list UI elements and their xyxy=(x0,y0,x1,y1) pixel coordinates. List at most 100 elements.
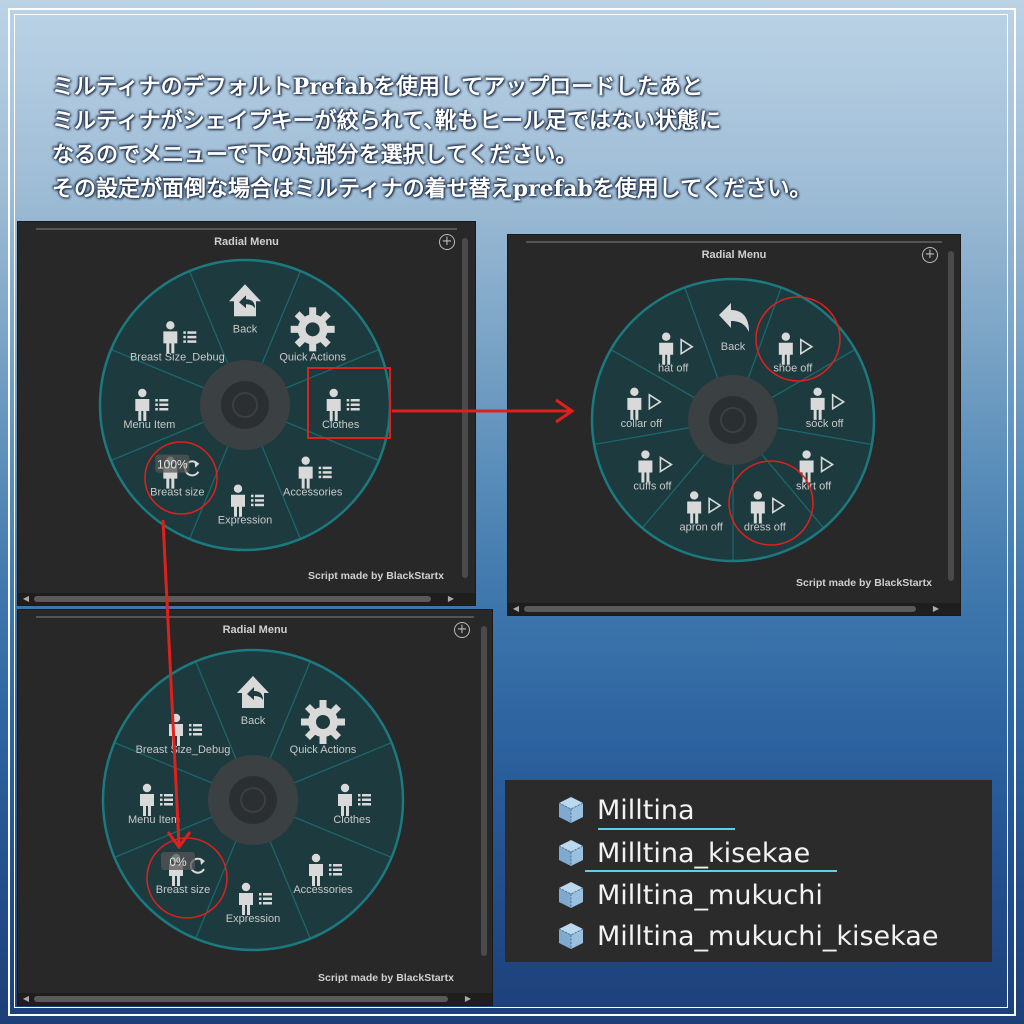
scrollbar-thumb[interactable] xyxy=(34,596,431,602)
menu-item-label: skirt off xyxy=(796,481,832,493)
menu-item-label: Breast size xyxy=(150,487,204,499)
panel-footer-credit: Script made by BlackStartx xyxy=(318,972,454,984)
person-icon xyxy=(638,450,653,483)
segment-divider xyxy=(777,427,872,446)
hierarchy-item-label: Milltina_kisekae xyxy=(597,837,811,869)
scrollbar-thumb[interactable] xyxy=(34,996,448,1002)
vertical-scrollbar[interactable] xyxy=(481,626,487,956)
list-icon xyxy=(346,399,360,411)
play-icon xyxy=(820,456,835,473)
person-icon xyxy=(298,456,313,489)
play-icon xyxy=(831,393,846,411)
segment-divider xyxy=(194,661,237,759)
gear-icon xyxy=(290,307,335,352)
hierarchy-item-milltina-kisekae[interactable]: Milltina_kisekae xyxy=(555,835,810,871)
scroll-right-arrow-icon[interactable]: ▶ xyxy=(447,594,455,603)
menu-item-breast-size-debug[interactable]: Breast Size_Debug xyxy=(130,321,225,363)
menu-item-back[interactable]: Back xyxy=(229,284,261,335)
menu-item-label: dress off xyxy=(744,521,787,533)
person-icon xyxy=(239,882,253,915)
person-icon xyxy=(231,484,245,517)
scroll-right-arrow-icon[interactable]: ▶ xyxy=(932,604,940,613)
menu-item-label: sock off xyxy=(806,418,845,430)
segment-divider xyxy=(294,741,392,784)
menu-item-label: Breast size xyxy=(156,884,210,896)
value-badge: 0% xyxy=(169,855,187,869)
panel-top-border xyxy=(36,228,457,230)
horizontal-scrollbar[interactable]: ◀▶ xyxy=(508,603,960,615)
menu-item-sock-off[interactable]: sock off xyxy=(806,387,846,430)
scroll-right-arrow-icon[interactable]: ▶ xyxy=(464,994,472,1003)
panel-footer-credit: Script made by BlackStartx xyxy=(308,570,444,582)
panel-title: Radial Menu xyxy=(222,624,288,636)
prefab-cube-icon xyxy=(558,840,584,866)
menu-item-label: hat off xyxy=(658,363,689,375)
hierarchy-item-label: Milltina_mukuchi_kisekae xyxy=(597,920,939,952)
menu-item-accessories[interactable]: Accessories xyxy=(283,456,343,499)
row-underline xyxy=(585,870,837,872)
vertical-scrollbar[interactable] xyxy=(948,251,954,581)
hierarchy-item-label: Milltina xyxy=(597,794,695,826)
menu-item-hat-off[interactable]: hat off xyxy=(658,332,694,375)
back-arrow-icon xyxy=(719,302,749,332)
menu-item-label: Menu Item xyxy=(123,419,175,431)
panel-top-border xyxy=(36,616,474,618)
radial-center-ring xyxy=(240,787,266,813)
person-icon xyxy=(163,321,178,354)
menu-item-expression[interactable]: Expression xyxy=(218,484,272,527)
segment-divider xyxy=(610,348,695,399)
panel-footer-credit: Script made by BlackStartx xyxy=(796,577,932,589)
add-button[interactable]: + xyxy=(922,247,938,263)
menu-item-menu-item[interactable]: Menu Item xyxy=(123,388,175,431)
segment-divider xyxy=(294,816,392,859)
panel-title: Radial Menu xyxy=(701,249,767,261)
scrollbar-thumb[interactable] xyxy=(524,606,916,612)
radial-center-ring xyxy=(232,392,258,418)
menu-item-label: Back xyxy=(233,323,258,335)
menu-item-quick-actions[interactable]: Quick Actions xyxy=(279,307,346,363)
list-icon xyxy=(329,864,343,876)
add-button[interactable]: + xyxy=(439,234,455,250)
menu-item-apron-off[interactable]: apron off xyxy=(680,491,724,533)
hierarchy-item-milltina-mukuchi[interactable]: Milltina_mukuchi xyxy=(555,877,823,913)
horizontal-scrollbar[interactable]: ◀▶ xyxy=(18,993,492,1005)
menu-item-quick-actions[interactable]: Quick Actions xyxy=(290,699,357,756)
menu-item-label: collar off xyxy=(621,418,663,430)
hierarchy-item-milltina[interactable]: Milltina xyxy=(555,792,695,828)
scroll-left-arrow-icon[interactable]: ◀ xyxy=(22,994,30,1003)
menu-item-cuffs-off[interactable]: cuffs off xyxy=(633,450,673,493)
segment-divider xyxy=(110,348,204,389)
menu-item-clothes[interactable]: Clothes xyxy=(333,783,371,826)
add-button[interactable]: + xyxy=(454,622,470,638)
prefab-cube-icon xyxy=(558,923,584,949)
horizontal-scrollbar[interactable]: ◀▶ xyxy=(18,593,475,605)
menu-item-label: Back xyxy=(241,715,266,727)
scroll-left-arrow-icon[interactable]: ◀ xyxy=(512,604,520,613)
person-icon xyxy=(810,387,825,420)
hierarchy-panel: Milltina Milltina_kisekae Milltina_mukuc… xyxy=(505,780,992,962)
segment-divider xyxy=(188,270,229,364)
menu-item-label: Accessories xyxy=(283,487,343,499)
segment-divider xyxy=(269,841,312,939)
menu-item-label: apron off xyxy=(680,521,724,533)
scroll-left-arrow-icon[interactable]: ◀ xyxy=(22,594,30,603)
radial-center-core xyxy=(221,381,269,429)
menu-item-back[interactable]: Back xyxy=(719,302,749,353)
menu-item-collar-off[interactable]: collar off xyxy=(621,387,663,430)
menu-item-back[interactable]: Back xyxy=(237,676,269,727)
vertical-scrollbar[interactable] xyxy=(462,238,468,578)
prefab-cube-icon xyxy=(558,797,584,823)
menu-item-label: Expression xyxy=(218,515,272,527)
person-icon xyxy=(659,332,674,365)
list-icon xyxy=(188,723,202,736)
person-icon xyxy=(309,853,324,887)
play-icon xyxy=(659,456,673,473)
hierarchy-item-milltina-mukuchi-kisekae[interactable]: Milltina_mukuchi_kisekae xyxy=(555,918,938,954)
segment-divider xyxy=(684,287,719,378)
menu-item-expression[interactable]: Expression xyxy=(226,882,280,925)
menu-item-label: Back xyxy=(721,341,746,353)
menu-item-accessories[interactable]: Accessories xyxy=(293,853,353,896)
